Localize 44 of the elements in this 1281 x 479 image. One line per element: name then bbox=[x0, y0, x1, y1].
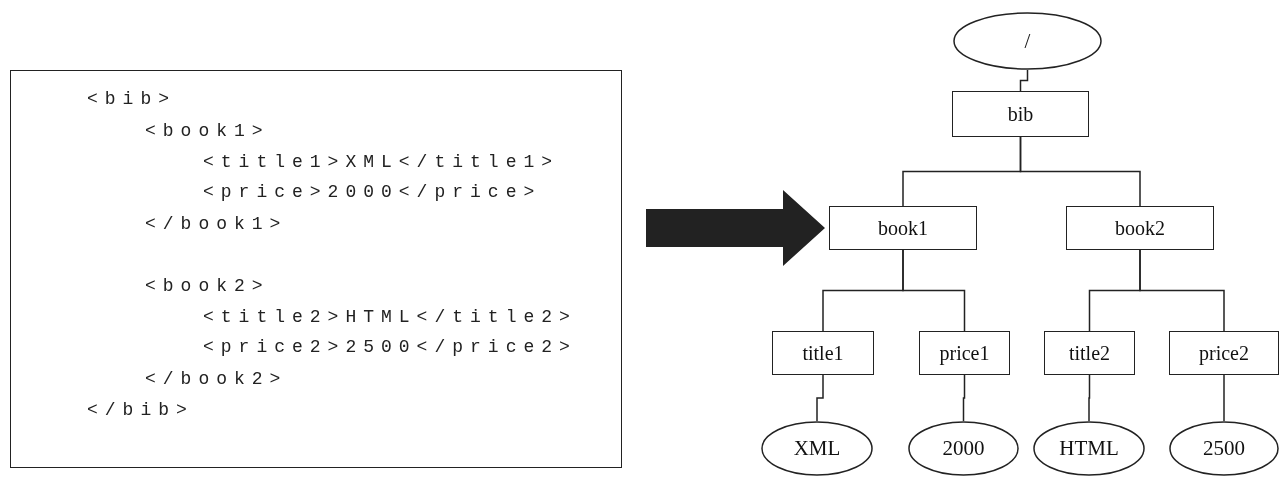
ellipse-node bbox=[761, 421, 873, 476]
code-line: <title2>HTML</title2> bbox=[203, 307, 577, 327]
code-line: <book2> bbox=[145, 276, 270, 296]
code-listing-box bbox=[10, 70, 622, 468]
code-line: <book1> bbox=[145, 121, 270, 141]
code-line: </book1> bbox=[145, 214, 288, 234]
node-label: book2 bbox=[1115, 216, 1165, 240]
tree-connector bbox=[1019, 136, 1141, 207]
tree-connector bbox=[962, 374, 966, 422]
node-label: book1 bbox=[878, 216, 928, 240]
tree-connector bbox=[1019, 69, 1029, 92]
node-label: 2000 bbox=[942, 436, 985, 461]
ellipse-node bbox=[953, 12, 1102, 70]
tree-connector bbox=[902, 249, 966, 332]
node-label: HTML bbox=[1059, 436, 1119, 461]
element-box bbox=[952, 91, 1089, 137]
node-label: title1 bbox=[802, 341, 844, 365]
code-line: <price>2000</price> bbox=[203, 182, 542, 202]
ellipse-node bbox=[1169, 421, 1279, 476]
tree-connector bbox=[1088, 374, 1091, 422]
ellipse-node bbox=[908, 421, 1019, 476]
element-box bbox=[772, 331, 874, 375]
block-arrow bbox=[646, 190, 825, 266]
ellipse-node bbox=[1033, 421, 1145, 476]
element-box bbox=[919, 331, 1010, 375]
node-label: 2500 bbox=[1203, 436, 1245, 461]
node-label: / bbox=[1024, 28, 1031, 54]
tree-connector bbox=[816, 374, 824, 422]
code-line: </book2> bbox=[145, 369, 288, 389]
node-label: price2 bbox=[1199, 341, 1249, 365]
tree-connector bbox=[1223, 374, 1225, 422]
code-line: <bib> bbox=[87, 89, 176, 109]
code-line: </bib> bbox=[87, 400, 194, 420]
element-box bbox=[1066, 206, 1214, 250]
element-box bbox=[829, 206, 977, 250]
node-label: title2 bbox=[1068, 341, 1111, 365]
code-line: <price2>2500</price2> bbox=[203, 337, 577, 357]
node-label: bib bbox=[1007, 102, 1034, 126]
node-label: price1 bbox=[939, 341, 990, 365]
code-line: <title1>XML</title1> bbox=[203, 152, 560, 172]
tree-connector bbox=[1139, 249, 1225, 332]
node-label: XML bbox=[793, 436, 841, 461]
element-box bbox=[1169, 331, 1279, 375]
element-box bbox=[1044, 331, 1135, 375]
